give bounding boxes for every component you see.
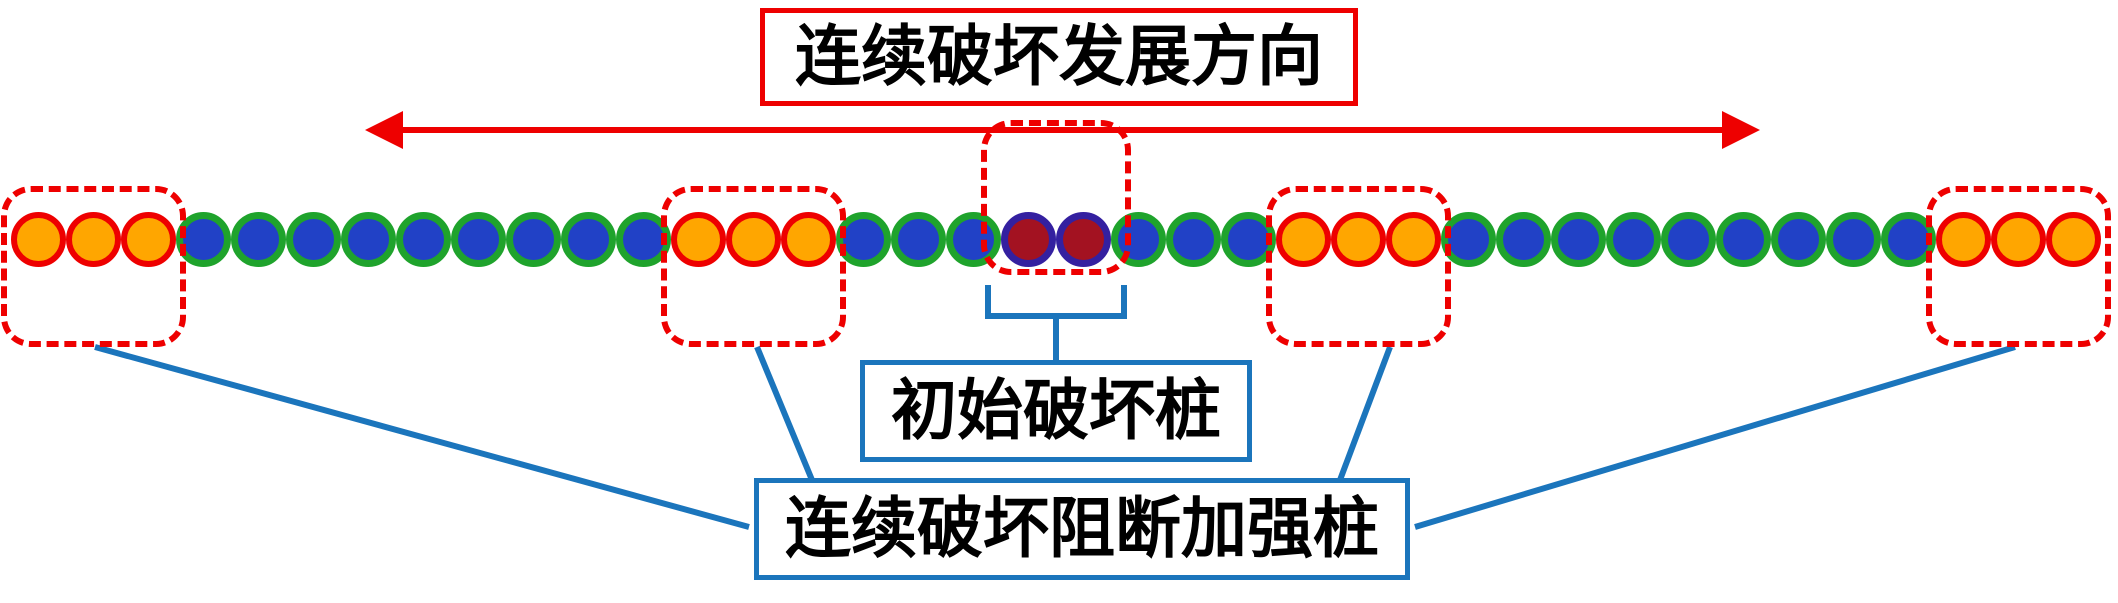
pile-group-normal (1111, 212, 1276, 267)
bracket-stem (1053, 319, 1059, 371)
normal-pile (1716, 212, 1771, 267)
reinforced-pile (121, 212, 176, 267)
normal-pile (891, 212, 946, 267)
reinforced-pile (781, 212, 836, 267)
reinforced-pile (726, 212, 781, 267)
normal-pile (1606, 212, 1661, 267)
normal-pile (616, 212, 671, 267)
normal-pile (561, 212, 616, 267)
normal-pile (1661, 212, 1716, 267)
normal-pile (286, 212, 341, 267)
arrow-head-left-icon (365, 111, 403, 149)
connector-right-outer (1414, 344, 2016, 530)
connector-left-inner (754, 345, 815, 482)
reinforced-pile (2046, 212, 2101, 267)
normal-pile (1441, 212, 1496, 267)
pile-group-normal (836, 212, 1001, 267)
reinforced-pile (11, 212, 66, 267)
pile-group-reinforced (1926, 186, 2111, 347)
normal-pile (1826, 212, 1881, 267)
reinforced-pile (1991, 212, 2046, 267)
bracket (985, 285, 1127, 319)
pile-group-reinforced (1266, 186, 1451, 347)
title-failure-direction: 连续破坏发展方向 (760, 8, 1358, 106)
normal-pile (1551, 212, 1606, 267)
label-blocking-reinforcement-pile: 连续破坏阻断加强桩 (754, 478, 1410, 580)
connector-left-outer (94, 344, 750, 530)
normal-pile (451, 212, 506, 267)
normal-pile (946, 212, 1001, 267)
pile-group-reinforced (1, 186, 186, 347)
normal-pile (1881, 212, 1936, 267)
reinforced-pile (1936, 212, 1991, 267)
pile-group-failed (981, 120, 1131, 371)
failed-pile (1001, 212, 1056, 267)
normal-pile (836, 212, 891, 267)
normal-pile (1496, 212, 1551, 267)
normal-pile (1771, 212, 1826, 267)
normal-pile (396, 212, 451, 267)
normal-pile (176, 212, 231, 267)
reinforced-pile (671, 212, 726, 267)
reinforced-pile (1386, 212, 1441, 267)
label-initial-failure-pile: 初始破坏桩 (860, 360, 1252, 462)
normal-pile (1221, 212, 1276, 267)
pile-group-reinforced (661, 186, 846, 347)
reinforced-pile (1276, 212, 1331, 267)
normal-pile (341, 212, 396, 267)
pile-row (1, 120, 2111, 371)
connector-right-inner (1337, 345, 1393, 482)
pile-group-normal (1441, 212, 1936, 267)
normal-pile (231, 212, 286, 267)
normal-pile (506, 212, 561, 267)
pile-group-normal (176, 212, 671, 267)
arrow-head-right-icon (1722, 111, 1760, 149)
normal-pile (1166, 212, 1221, 267)
reinforced-pile (66, 212, 121, 267)
failed-pile (1056, 212, 1111, 267)
reinforced-pile (1331, 212, 1386, 267)
normal-pile (1111, 212, 1166, 267)
